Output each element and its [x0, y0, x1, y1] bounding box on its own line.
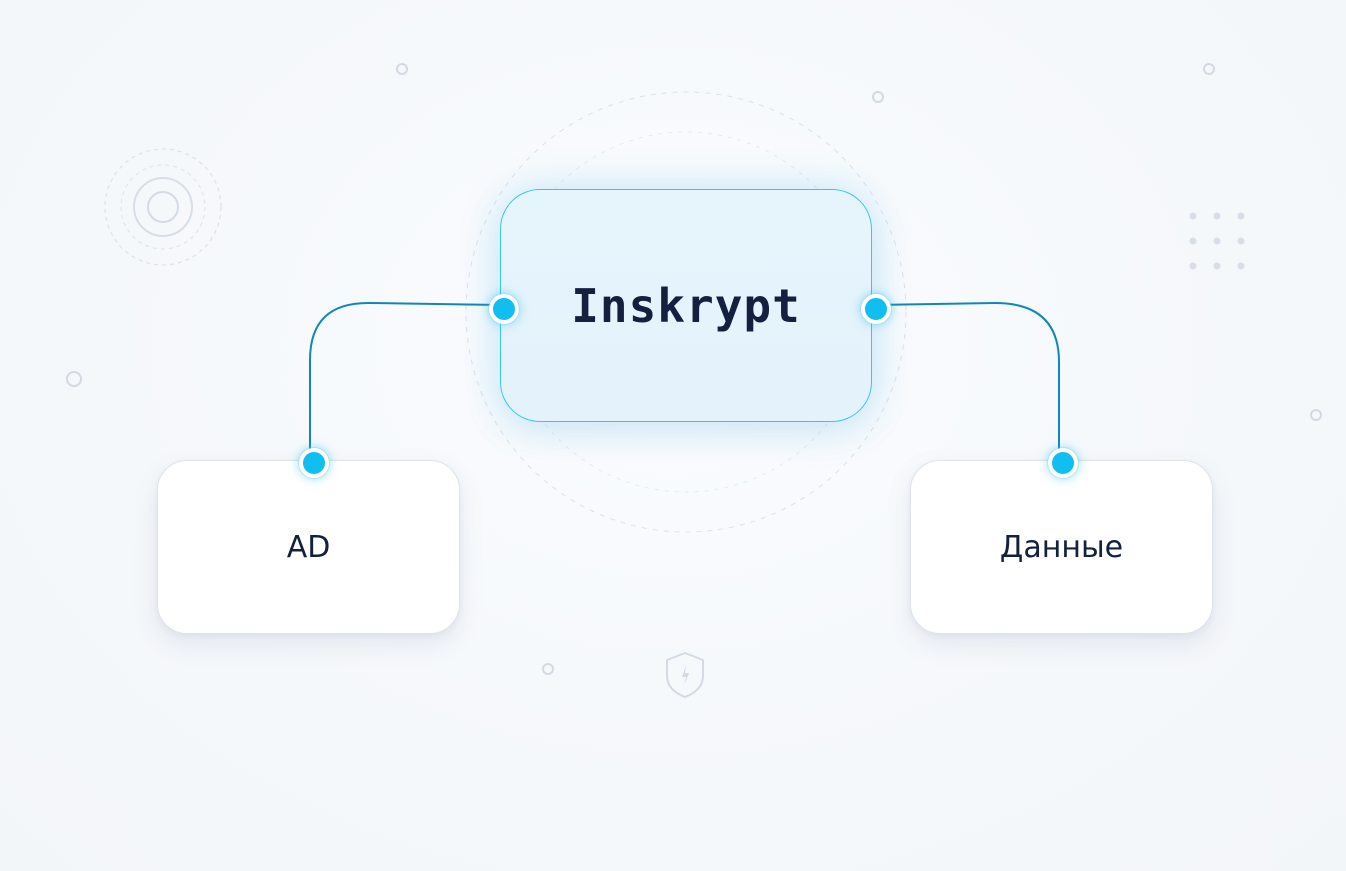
ring-dots — [66, 63, 1322, 675]
node-inskrypt[interactable]: Inskrypt — [500, 189, 872, 422]
node-label: Inskrypt — [571, 278, 801, 333]
port-center-left[interactable] — [489, 294, 519, 324]
port-center-right[interactable] — [861, 294, 891, 324]
ring-dot — [872, 91, 884, 103]
ring-dot — [1203, 63, 1215, 75]
node-label: Данные — [999, 529, 1124, 565]
node-data[interactable]: Данные — [910, 460, 1213, 634]
backdrop-circle-outer — [465, 91, 907, 533]
ring-dot — [1310, 409, 1322, 421]
port-data-top[interactable] — [1048, 448, 1078, 478]
concentric-circles-icon — [104, 148, 222, 266]
ring-dot — [396, 63, 408, 75]
ring-dot — [66, 371, 82, 387]
ring-dot — [542, 663, 554, 675]
node-ad[interactable]: AD — [157, 460, 460, 634]
port-ad-top[interactable] — [299, 448, 329, 478]
node-label: AD — [286, 529, 331, 565]
dot-grid-icon — [1189, 212, 1245, 270]
shield-icon — [666, 652, 704, 698]
edge-center-left — [309, 301, 501, 459]
edge-center-right — [871, 301, 1060, 459]
